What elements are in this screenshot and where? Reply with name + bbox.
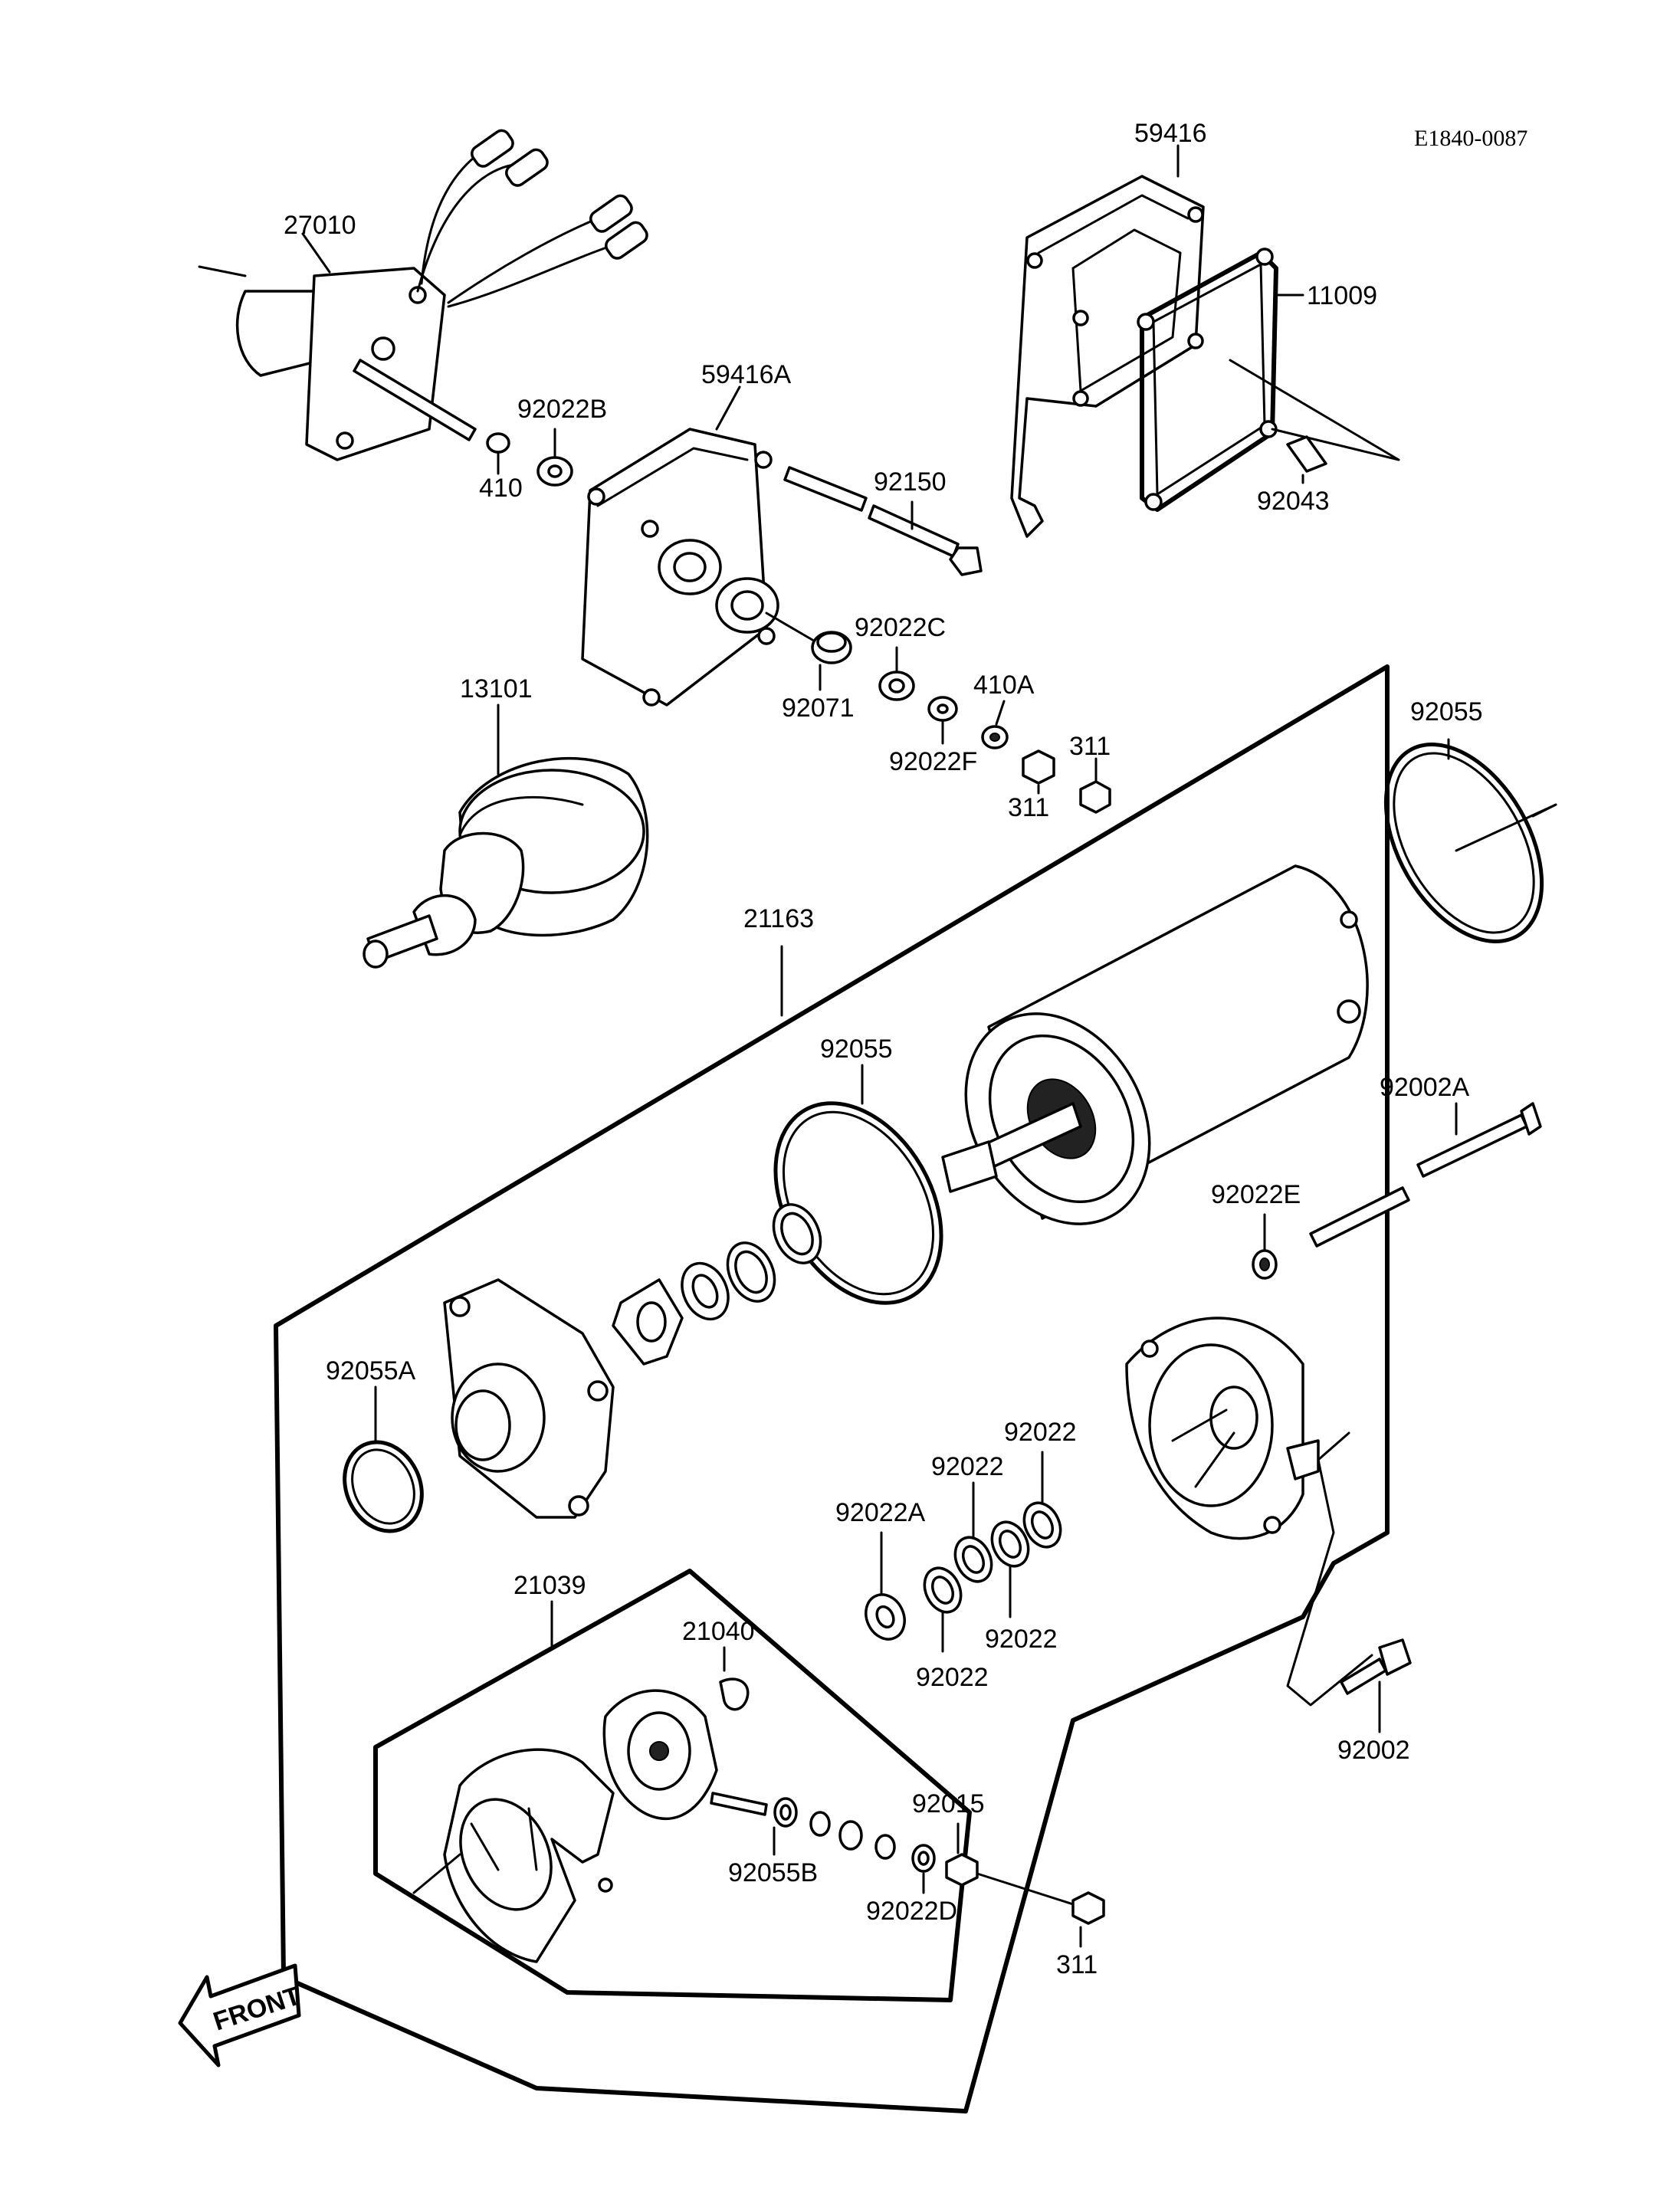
label-27010: 27010 [284, 211, 356, 240]
nut-311-a [1022, 749, 1055, 785]
label-92055-mid: 92055 [820, 1035, 893, 1064]
brush-holder-21039 [412, 1689, 768, 1963]
label-311-b: 311 [1069, 732, 1111, 761]
label-92022C: 92022C [855, 613, 946, 642]
label-92022A: 92022A [835, 1498, 926, 1527]
label-410: 410 [479, 474, 523, 503]
leader-59416A [715, 385, 741, 431]
cover-59416A [581, 428, 779, 707]
washer-410 [486, 432, 510, 454]
label-92022E: 92022E [1211, 1180, 1301, 1209]
leader-410A [995, 700, 1006, 726]
label-21163: 21163 [743, 904, 814, 933]
label-92043: 92043 [1257, 487, 1330, 516]
nut-92015 [945, 1853, 979, 1887]
label-92022D: 92022D [866, 1897, 957, 1926]
label-92002: 92002 [1337, 1736, 1410, 1765]
label-92022-4: 92022 [916, 1663, 989, 1692]
nut-311-c [1071, 1891, 1105, 1925]
label-92055A: 92055A [326, 1356, 416, 1385]
leader-27010 [301, 232, 331, 274]
label-410A: 410A [973, 671, 1035, 700]
label-92002A: 92002A [1380, 1073, 1470, 1102]
label-92022B: 92022B [517, 395, 607, 424]
label-21039: 21039 [514, 1571, 586, 1600]
stud-92150 [783, 466, 983, 576]
washer-small-3 [874, 1834, 896, 1860]
label-311-c: 311 [1056, 1950, 1098, 1979]
end-cover-right [1125, 1317, 1320, 1540]
washer-small-1 [809, 1811, 831, 1837]
ref-line-11009 [1229, 359, 1400, 461]
label-92055B: 92055B [728, 1858, 818, 1887]
o-ring-92055-mid [773, 1101, 943, 1305]
label-59416: 59416 [1134, 119, 1207, 148]
label-92022F: 92022F [889, 747, 977, 776]
label-92022-1: 92022 [1004, 1418, 1077, 1447]
label-13101: 13101 [460, 674, 533, 703]
o-ring-92055-top [1383, 743, 1544, 943]
label-21040: 21040 [682, 1617, 755, 1646]
label-92022-3: 92022 [985, 1625, 1058, 1654]
label-92022-2: 92022 [931, 1452, 1004, 1481]
label-92071: 92071 [782, 694, 855, 723]
bolt-92002 [1340, 1638, 1412, 1695]
diagram-code: E1840-0087 [1414, 126, 1527, 151]
label-92015: 92015 [912, 1789, 985, 1818]
spring-21040 [719, 1677, 750, 1711]
motor-yoke-21163 [941, 864, 1369, 1225]
label-11009: 11009 [1307, 281, 1377, 310]
assembly-outline-21039 [373, 1569, 972, 2002]
starter-relay-27010 [198, 129, 648, 461]
ref-arrow-92055 [1455, 803, 1557, 852]
break-mark [1286, 1431, 1373, 1707]
label-92150: 92150 [874, 467, 947, 497]
starter-clutch-13101 [363, 756, 649, 969]
o-ring-92055A [343, 1440, 424, 1533]
label-59416A: 59416A [701, 360, 792, 389]
label-311-a: 311 [1008, 793, 1049, 822]
label-92055-top: 92055 [1410, 697, 1483, 726]
nut-311-b [1079, 780, 1111, 814]
bolt-92002A [1309, 1102, 1542, 1248]
cover-59416 [1010, 175, 1205, 538]
dowel-92043 [1286, 435, 1327, 473]
washer-small-2 [838, 1820, 863, 1851]
end-cover-left [443, 1278, 615, 1519]
assembly-outline-21163 [274, 664, 1390, 2113]
front-arrow: FRONT [178, 1963, 304, 2067]
